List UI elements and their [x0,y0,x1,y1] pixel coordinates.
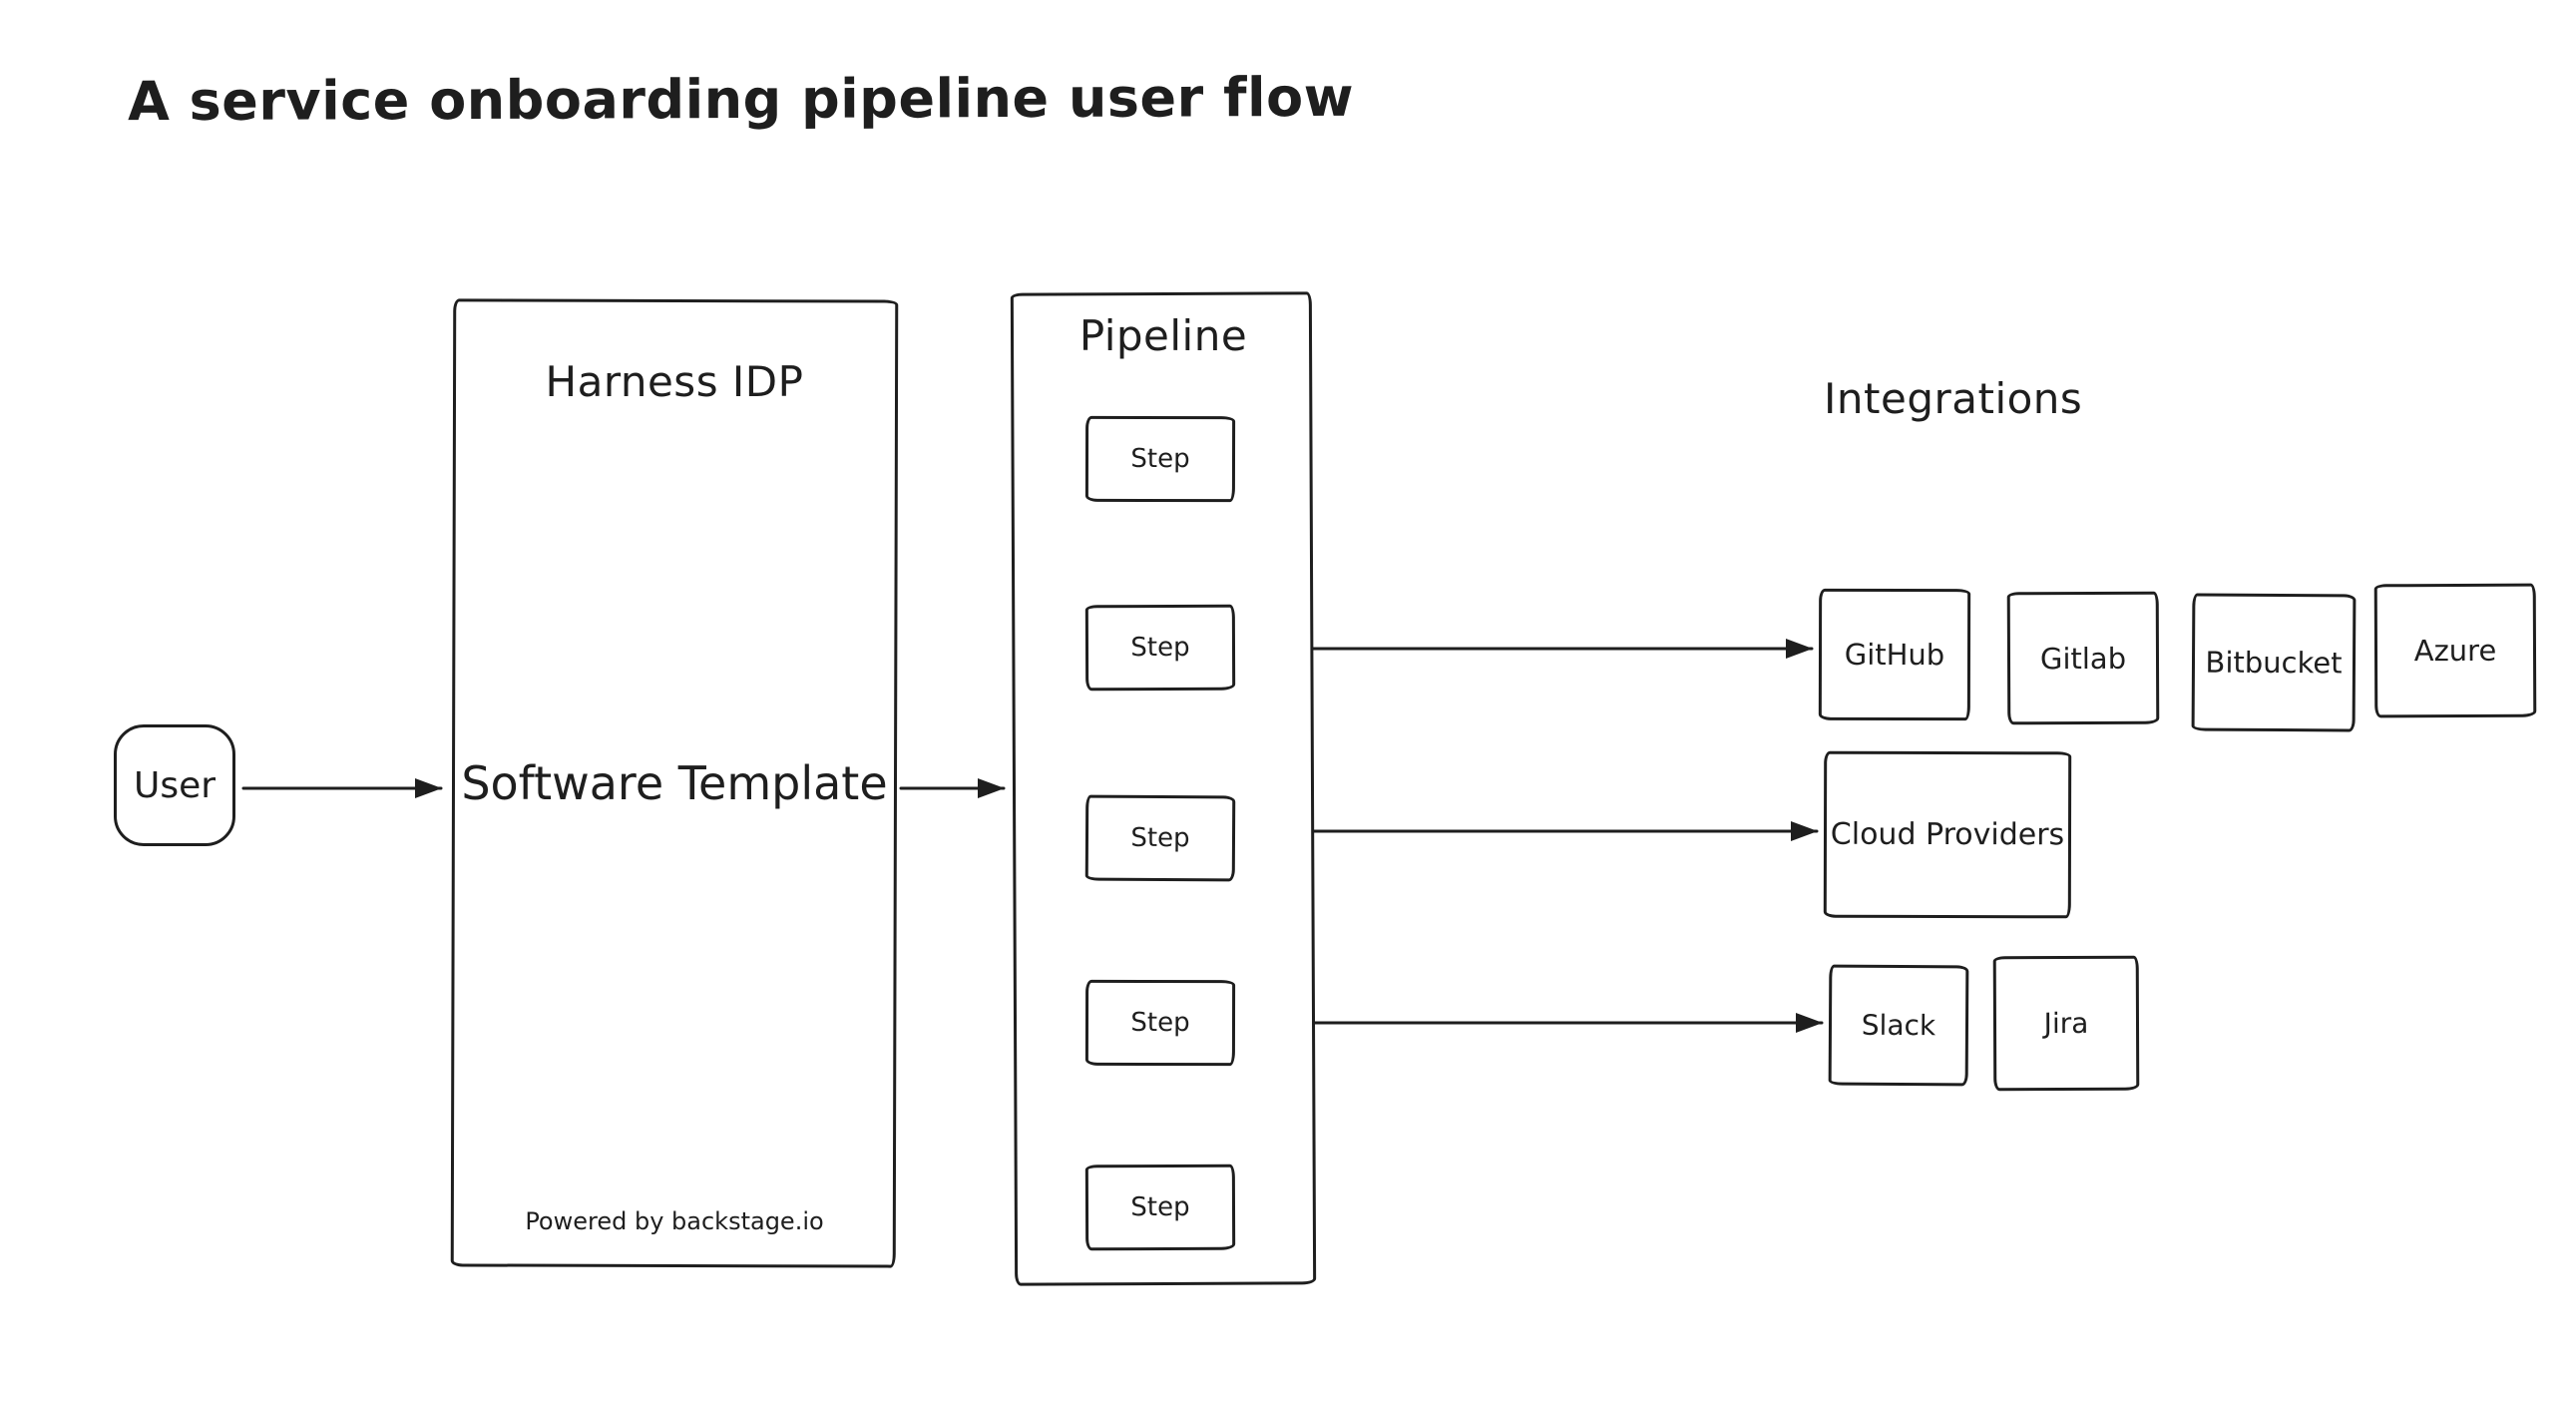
node-integration-azure: Azure [2373,583,2537,718]
integration-label: Bitbucket [2205,645,2343,681]
step-label: Step [1130,632,1190,664]
software-template-label: Software Template [461,756,888,810]
node-integration-bitbucket: Bitbucket [2191,593,2357,732]
integration-label: Slack [1861,1008,1936,1043]
step-label: Step [1130,1007,1190,1039]
node-integration-slack: Slack [1828,964,1969,1087]
integration-label: Gitlab [2039,641,2127,676]
powered-by-backstage-label: Powered by backstage.io [525,1207,824,1235]
step-label: Step [1130,1191,1190,1223]
node-pipeline-step-5: Step [1084,1164,1236,1251]
harness-idp-title: Harness IDP [545,357,804,406]
integration-label: GitHub [1844,637,1945,673]
integration-label: Jira [2043,1006,2089,1041]
diagram-title: A service onboarding pipeline user flow [127,65,1355,134]
integration-label: Cloud Providers [1830,816,2065,853]
node-integration-jira: Jira [1992,955,2140,1092]
node-integration-gitlab: Gitlab [2006,591,2160,725]
node-pipeline-step-2: Step [1084,604,1236,692]
step-label: Step [1130,443,1190,475]
node-pipeline-step-1: Step [1084,415,1236,503]
step-label: Step [1130,822,1190,854]
node-user-label: User [133,764,216,806]
node-pipeline-step-3: Step [1084,794,1236,882]
node-integration-github: GitHub [1818,588,1971,721]
integration-label: Azure [2413,633,2497,669]
node-pipeline-step-4: Step [1084,979,1236,1067]
node-user: User [114,724,235,846]
integrations-title: Integrations [1824,374,2083,423]
pipeline-title: Pipeline [1078,311,1248,360]
node-integration-cloud-providers: Cloud Providers [1823,750,2072,919]
